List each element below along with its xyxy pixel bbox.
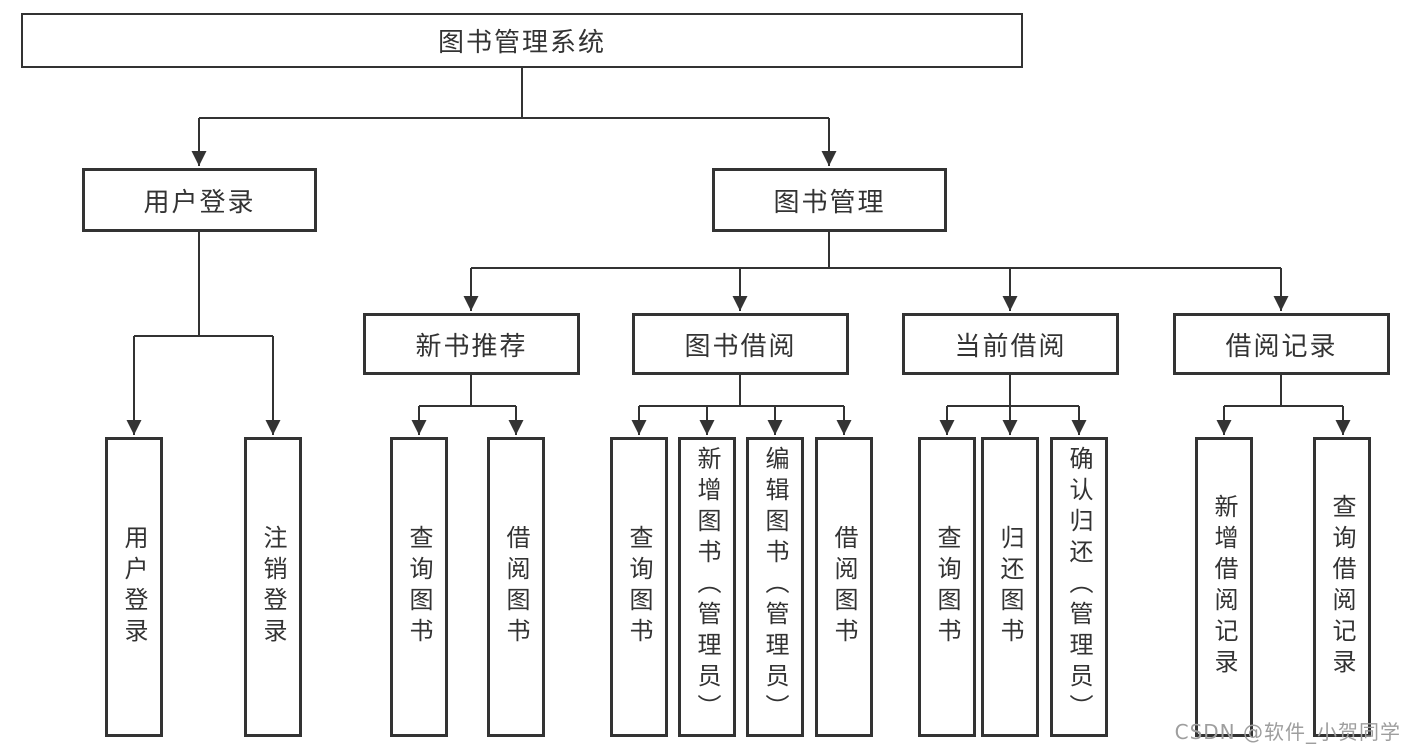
node-book-management: 图书管理 <box>712 168 947 232</box>
node-label: 借阅记录 <box>1225 331 1338 362</box>
leaf-query-books-recommend: 查询图书 <box>390 437 448 737</box>
node-label: 图书管理 <box>773 187 886 218</box>
node-label: 新书推荐 <box>415 331 528 362</box>
node-borrowing-records: 借阅记录 <box>1173 313 1390 375</box>
node-label: 用户登录 <box>143 187 256 218</box>
leaf-logout: 注销登录 <box>244 437 302 737</box>
node-current-borrowing: 当前借阅 <box>902 313 1119 375</box>
leaf-add-book-admin: 新增图书（管理员） <box>678 437 736 737</box>
leaf-label: 归还图书 <box>996 525 1024 649</box>
leaf-borrow-books-borrowing: 借阅图书 <box>815 437 873 737</box>
leaf-label: 借阅图书 <box>830 525 858 649</box>
leaf-confirm-return-admin: 确认归还（管理员） <box>1050 437 1108 737</box>
leaf-label: 新增借阅记录 <box>1210 494 1238 680</box>
leaf-label: 借阅图书 <box>502 525 530 649</box>
leaf-user-login: 用户登录 <box>105 437 163 737</box>
leaf-label: 查询借阅记录 <box>1328 494 1356 680</box>
node-book-borrowing: 图书借阅 <box>632 313 849 375</box>
node-label: 当前借阅 <box>954 331 1067 362</box>
leaf-label: 编辑图书（管理员） <box>761 446 789 725</box>
leaf-label: 查询图书 <box>625 525 653 649</box>
leaf-query-books-current: 查询图书 <box>918 437 976 737</box>
leaf-borrow-books-recommend: 借阅图书 <box>487 437 545 737</box>
node-new-book-recommend: 新书推荐 <box>363 313 580 375</box>
leaf-edit-book-admin: 编辑图书（管理员） <box>746 437 804 737</box>
root-node-library-system: 图书管理系统 <box>21 13 1023 68</box>
leaf-label: 新增图书（管理员） <box>693 446 721 725</box>
root-node-label: 图书管理系统 <box>437 28 606 58</box>
leaf-query-borrow-record: 查询借阅记录 <box>1313 437 1371 737</box>
leaf-label: 查询图书 <box>405 525 433 649</box>
node-label: 图书借阅 <box>684 331 797 362</box>
leaf-add-borrow-record: 新增借阅记录 <box>1195 437 1253 737</box>
leaf-label: 用户登录 <box>120 525 148 649</box>
leaf-label: 查询图书 <box>933 525 961 649</box>
leaf-query-books-borrowing: 查询图书 <box>610 437 668 737</box>
leaf-label: 确认归还（管理员） <box>1065 446 1093 725</box>
leaf-label: 注销登录 <box>259 525 287 649</box>
node-user-login: 用户登录 <box>82 168 317 232</box>
csdn-watermark: CSDN @软件_小贺同学 <box>1174 720 1401 744</box>
leaf-return-books: 归还图书 <box>981 437 1039 737</box>
